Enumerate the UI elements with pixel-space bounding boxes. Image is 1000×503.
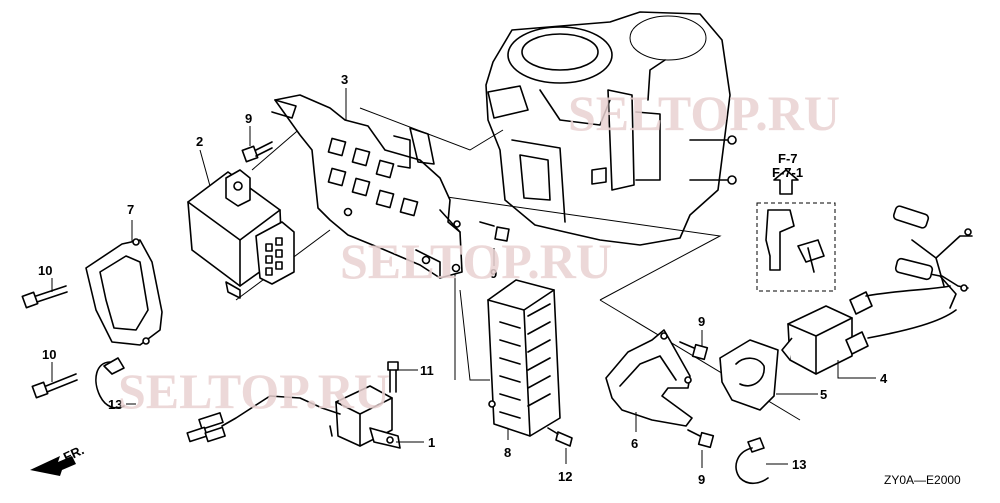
- diagram-code: ZY0A—E2000: [884, 473, 961, 487]
- engine-block: [485, 11, 737, 246]
- rectifier-part8: [487, 279, 561, 437]
- bracket-plate-part3: [271, 94, 463, 279]
- screw-part12: [547, 427, 573, 447]
- up-arrow-icon: [773, 169, 799, 195]
- callout-leaders: [51, 88, 876, 468]
- bolt-part9-right: [679, 341, 709, 361]
- rubber-boot-part5: [719, 339, 779, 411]
- ignition-coil-part4: [781, 205, 973, 375]
- callout-9-bottom: 9: [698, 472, 705, 487]
- reference-label-top: F-7: [778, 151, 798, 166]
- bolt-part9-bottom: [687, 429, 715, 449]
- bolt-part10-lower: [31, 373, 78, 399]
- front-arrow-icon: [30, 456, 76, 476]
- callout-12: 12: [558, 469, 572, 484]
- holder-part7: [85, 238, 163, 346]
- reference-inset: [756, 169, 836, 292]
- front-label: FR.: [61, 442, 86, 464]
- bolt-part9-plate: [479, 221, 510, 242]
- callout-9-top: 9: [245, 111, 252, 126]
- callout-10-lower: 10: [42, 347, 56, 362]
- bolt-part11: [387, 361, 399, 393]
- clamp-part13-right: [735, 437, 769, 485]
- callout-2: 2: [196, 134, 203, 149]
- watermark-bottom: SELTOP.RU: [118, 363, 390, 419]
- clamp-part13-left: [95, 357, 125, 409]
- callout-10-upper: 10: [38, 263, 52, 278]
- bolt-part9-top: [241, 141, 273, 163]
- watermark-middle: SELTOP.RU: [340, 233, 612, 289]
- bolt-part10-upper: [21, 285, 68, 309]
- callout-6: 6: [631, 436, 638, 451]
- bracket-part6: [605, 329, 693, 427]
- callout-numbers: 3 2 9 7 10 10 9 9 11 13 1 8 12 6 9 13 5 …: [38, 72, 888, 487]
- callout-7: 7: [127, 202, 134, 217]
- callout-9-plate: 9: [490, 266, 497, 281]
- watermark-top: SELTOP.RU: [568, 85, 840, 141]
- callout-9-right: 9: [698, 314, 705, 329]
- callout-3: 3: [341, 72, 348, 87]
- cdi-unit-part2: [187, 169, 295, 299]
- callout-13-right: 13: [792, 457, 806, 472]
- callout-11: 11: [420, 363, 434, 378]
- callout-1: 1: [428, 435, 435, 450]
- callout-5: 5: [820, 387, 827, 402]
- callout-4: 4: [880, 371, 888, 386]
- callout-8: 8: [504, 445, 511, 460]
- ignition-coil-part1: [186, 385, 401, 449]
- callout-13-left: 13: [108, 397, 122, 412]
- reference-label-bottom: F-7-1: [772, 165, 803, 180]
